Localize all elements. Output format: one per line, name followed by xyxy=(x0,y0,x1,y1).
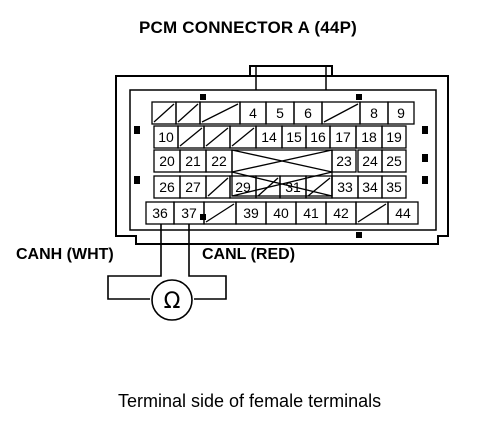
terminal-label: 4 xyxy=(249,105,257,121)
unused-terminal-slash xyxy=(153,103,175,123)
terminal-label: 35 xyxy=(386,179,402,195)
ohmmeter-symbol xyxy=(151,279,193,321)
terminal-label: 44 xyxy=(395,205,411,221)
unused-terminal-slash xyxy=(179,127,203,147)
terminal-label: 42 xyxy=(333,205,349,221)
terminal-row2 xyxy=(381,125,407,149)
terminal-label: 36 xyxy=(152,205,168,221)
unused-terminal-slash xyxy=(257,177,279,197)
terminal-label: 10 xyxy=(158,129,174,145)
canh-label: CANH (WHT) xyxy=(16,246,114,263)
terminal-label: 8 xyxy=(370,105,378,121)
connector-inner-housing xyxy=(129,89,437,231)
terminal-label: 41 xyxy=(303,205,319,221)
terminal-label: 20 xyxy=(159,153,175,169)
terminal-row5 xyxy=(387,201,419,225)
unused-terminal-slash xyxy=(307,177,331,197)
terminal-label: 5 xyxy=(276,105,284,121)
terminal-row3 xyxy=(381,149,407,173)
terminal-label: 25 xyxy=(386,153,402,169)
terminal-label: 40 xyxy=(273,205,289,221)
unused-terminal-slash xyxy=(205,203,235,223)
caption: Terminal side of female terminals xyxy=(118,391,382,411)
terminal-label: 17 xyxy=(335,129,351,145)
terminal-label: 22 xyxy=(211,153,227,169)
diagram-title: PCM CONNECTOR A (44P) xyxy=(139,18,357,37)
terminal-label: 37 xyxy=(181,205,197,221)
terminal-label: 6 xyxy=(304,105,312,121)
meter-leads xyxy=(107,224,227,321)
unused-terminal-slash xyxy=(357,203,387,223)
terminal-label: 31 xyxy=(285,179,301,195)
terminal-label: 34 xyxy=(362,179,378,195)
unused-terminal-slash xyxy=(231,127,255,147)
connector-outer-housing xyxy=(115,75,449,245)
terminal-row1 xyxy=(387,101,415,125)
unused-terminal-slash xyxy=(323,103,359,123)
terminal-label: 18 xyxy=(361,129,377,145)
terminal-label: 15 xyxy=(286,129,302,145)
terminal-label: 39 xyxy=(243,205,259,221)
terminal-label: 29 xyxy=(235,179,251,195)
ohm-icon: Ω xyxy=(164,289,181,314)
terminal-label: 33 xyxy=(337,179,353,195)
unused-terminal-slash xyxy=(205,127,229,147)
terminal-label: 16 xyxy=(310,129,326,145)
unused-terminal-slash xyxy=(177,103,199,123)
canl-label: CANL (RED) xyxy=(202,246,296,263)
connector-latch xyxy=(249,65,333,76)
terminal-label: 14 xyxy=(261,129,277,145)
terminal-row4 xyxy=(381,175,407,199)
unused-terminal-slash xyxy=(207,177,229,197)
terminal-label: 9 xyxy=(397,105,405,121)
terminal-label: 27 xyxy=(185,179,201,195)
terminal-label: 21 xyxy=(185,153,201,169)
terminal-label: 24 xyxy=(362,153,378,169)
terminal-label: 26 xyxy=(159,179,175,195)
terminal-label: 23 xyxy=(336,153,352,169)
unused-terminal-slash xyxy=(201,103,239,123)
terminal-label: 19 xyxy=(386,129,402,145)
